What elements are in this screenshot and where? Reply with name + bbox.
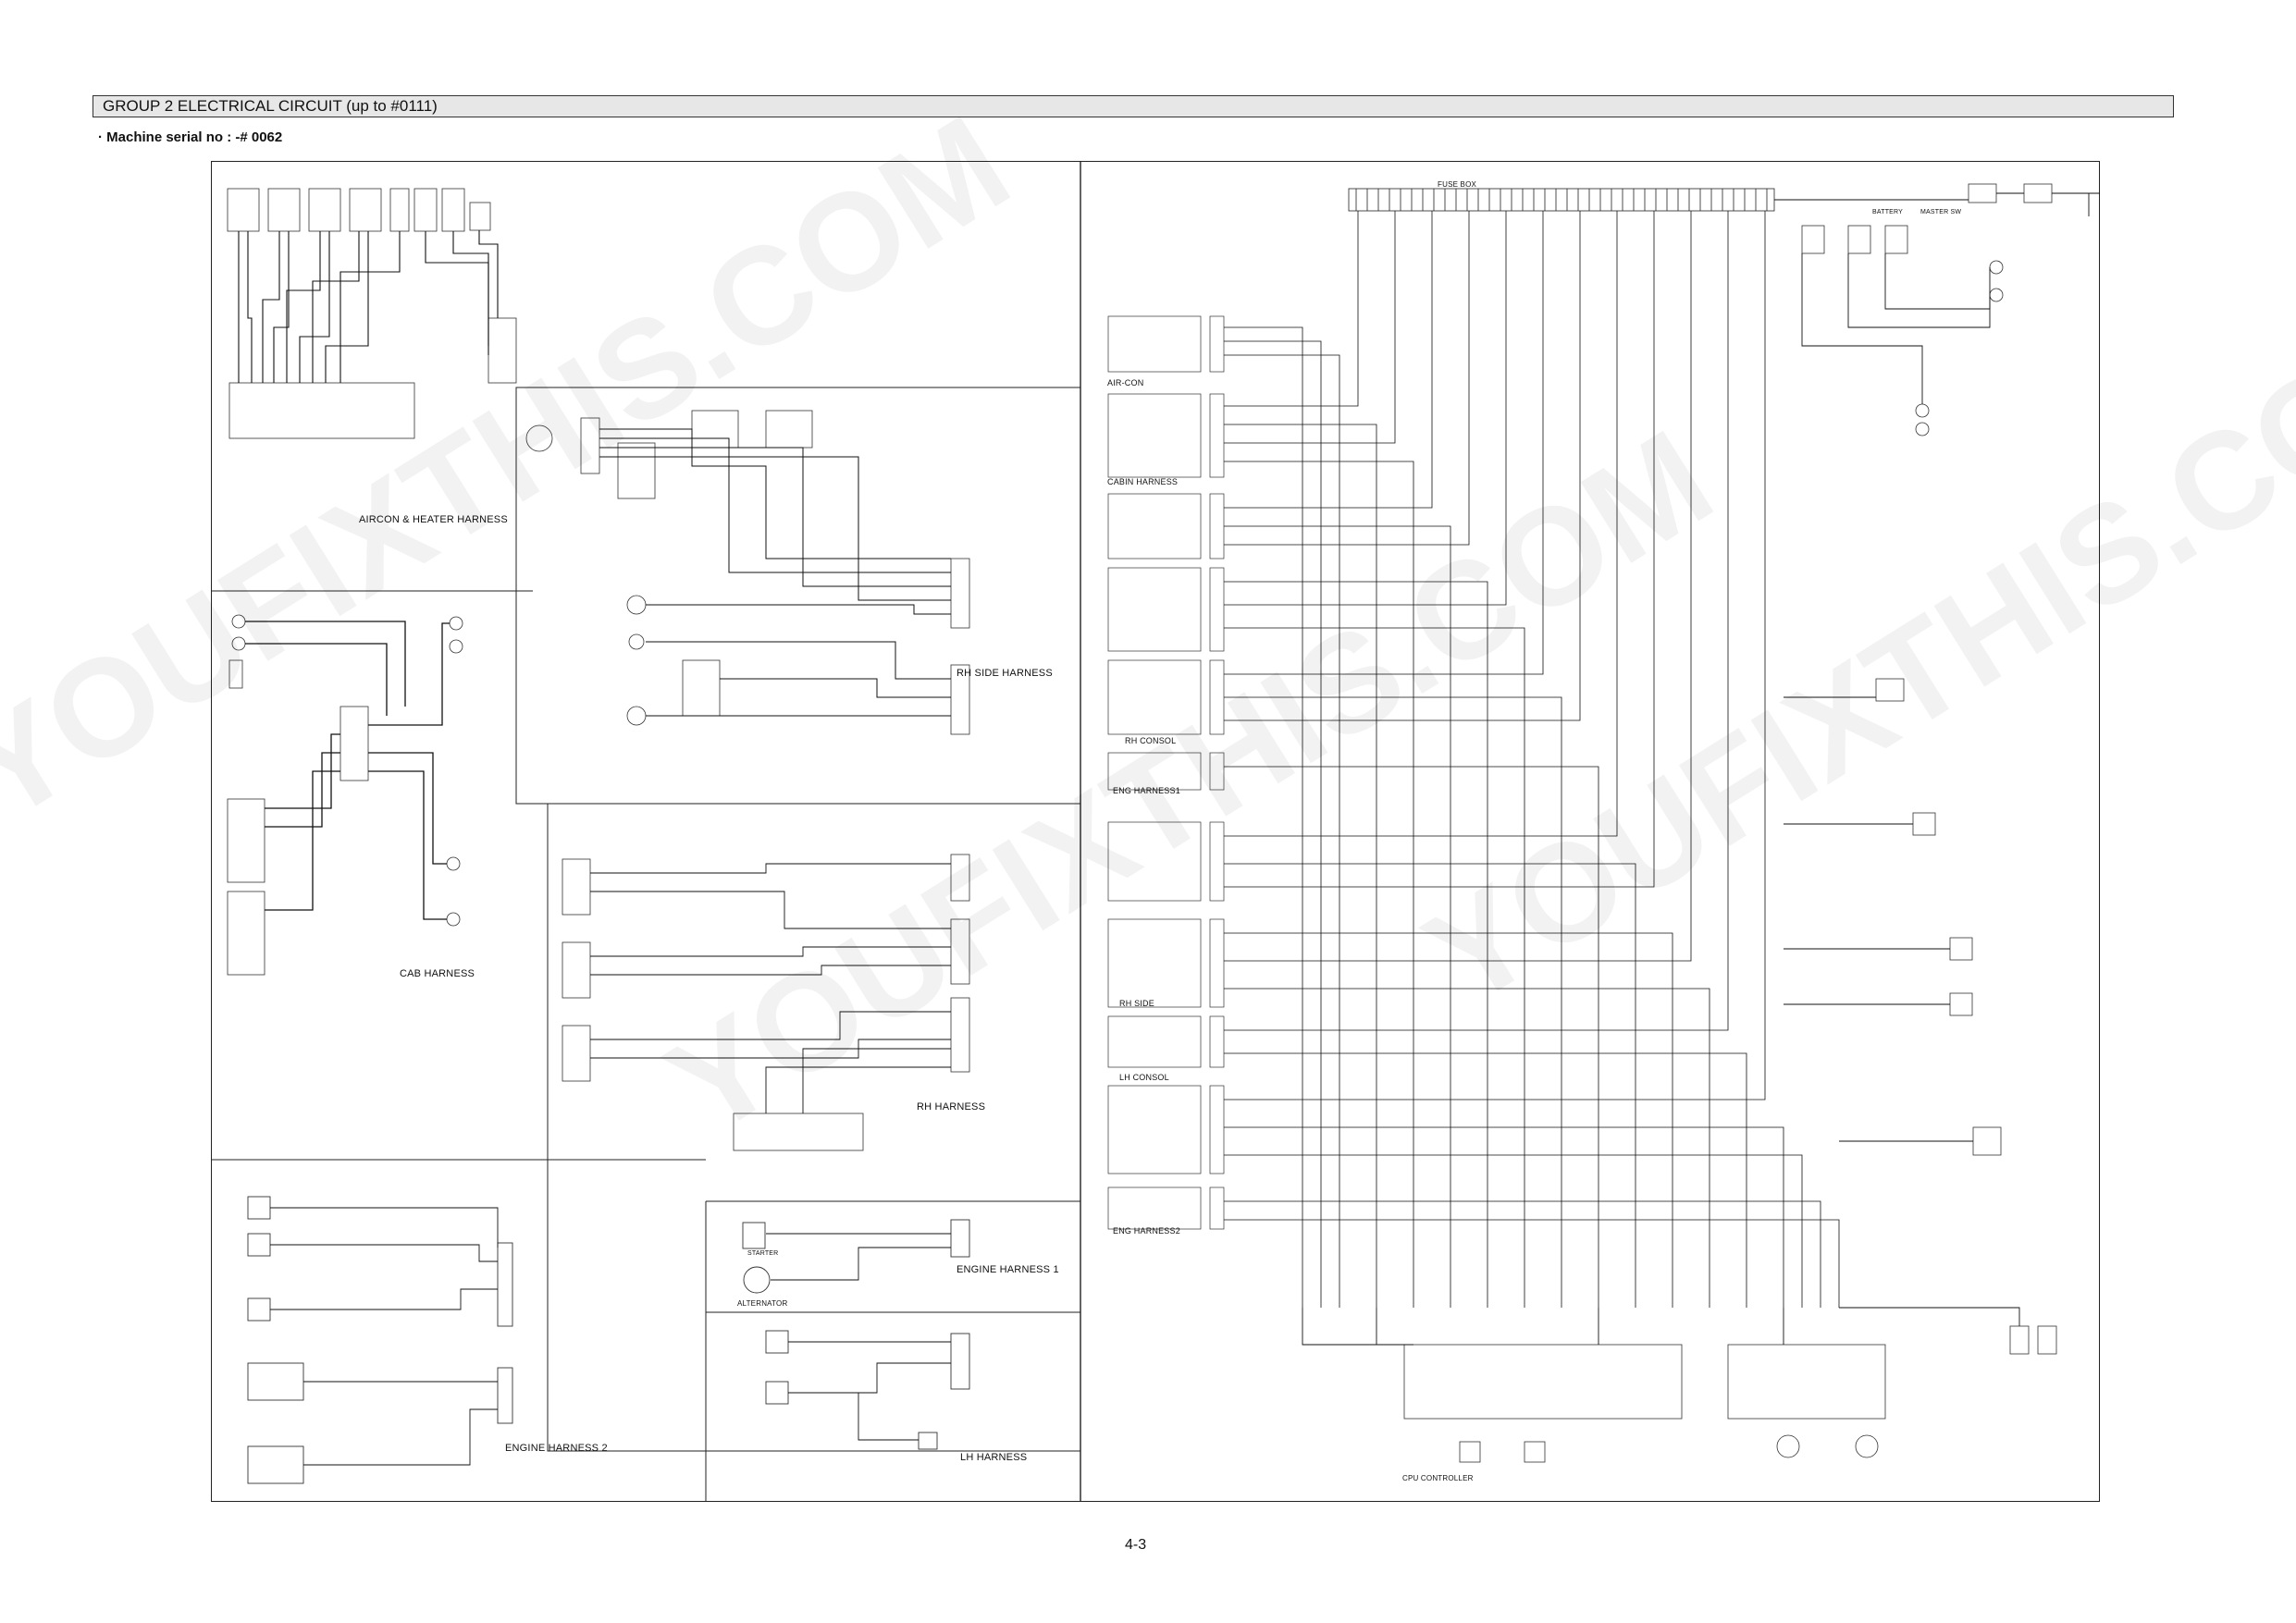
group-title: GROUP 2 ELECTRICAL CIRCUIT (up to #0111) [103,97,438,115]
cab-components [227,614,463,976]
machine-serial: · Machine serial no : -# 0062 [98,129,283,145]
battery-master [2052,192,2100,194]
label-rh-side-harness: RH SIDE HARNESS [957,668,1053,679]
rh-harness-components [562,854,970,1151]
right-wires [1302,192,2090,1346]
label-aircon-heater-harness: AIRCON & HEATER HARNESS [359,514,508,525]
diagram-frame [211,161,2100,1502]
right-components [1403,183,2057,1463]
wiring-diagram [211,161,2100,1502]
group-header: GROUP 2 ELECTRICAL CIRCUIT (up to #0111) [93,95,2174,117]
label-eng-harness1: ENG HARNESS1 [1113,786,1180,795]
aircon-wires [238,230,499,383]
label-engine-harness-1: ENGINE HARNESS 1 [957,1264,1059,1275]
label-cpu-controller: CPU CONTROLLER [1402,1474,1474,1482]
lh-harness [765,1330,970,1450]
label-cabin-harness: CABIN HARNESS [1107,477,1179,486]
label-starter: STARTER [747,1250,779,1257]
label-engine-harness-2: ENGINE HARNESS 2 [505,1443,608,1454]
label-fuse-box: FUSE BOX [1438,180,1477,189]
label-lh-harness: LH HARNESS [960,1452,1028,1463]
label-alternator: ALTERNATOR [737,1299,788,1308]
label-cab-harness: CAB HARNESS [400,968,475,979]
cab-wires [245,621,450,920]
rh-side-wires [599,428,951,717]
fuse-box [1348,188,1775,212]
aircon-components [227,188,517,439]
main-bus-wires [1224,211,1840,1308]
label-air-con: AIR-CON [1107,378,1144,387]
label-rh-side: RH SIDE [1119,999,1154,1008]
label-battery: BATTERY [1872,209,1904,215]
label-master-sw: MASTER SW [1920,209,1962,215]
label-rh-consol: RH CONSOL [1125,736,1177,745]
label-lh-consol: LH CONSOL [1119,1073,1169,1082]
label-rh-harness: RH HARNESS [917,1101,986,1113]
engine-harness-1 [742,1219,970,1294]
label-eng-harness2: ENG HARNESS2 [1113,1226,1180,1236]
connector-tables [1107,315,1225,1230]
engine-harness-2 [247,1196,513,1484]
rh-harness-wires [590,863,951,1113]
page-number: 4-3 [1125,1537,1147,1553]
